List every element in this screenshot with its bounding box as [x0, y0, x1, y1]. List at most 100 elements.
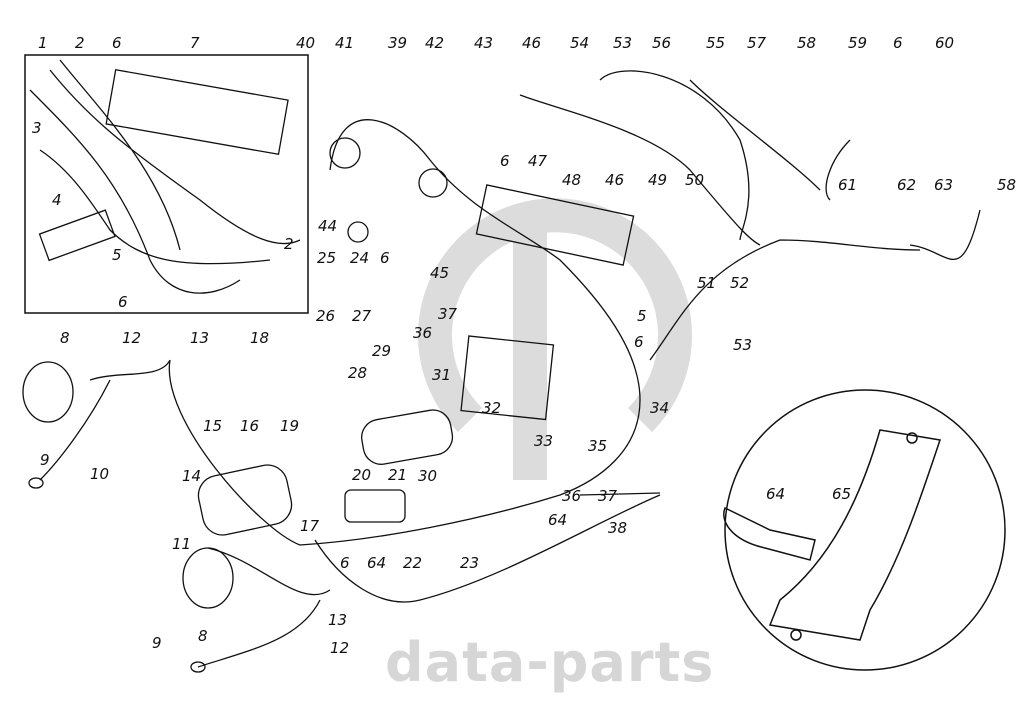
callout: 60: [935, 34, 955, 52]
callout: 64: [766, 485, 786, 503]
callout: 43: [474, 34, 494, 52]
callout: 61: [838, 176, 858, 194]
callout: 57: [747, 34, 767, 52]
callout: 5: [637, 307, 647, 325]
callout: 37: [598, 487, 618, 505]
callout: 33: [534, 432, 554, 450]
callout: 8: [198, 627, 208, 645]
callout: 45: [430, 264, 450, 282]
callout: 3: [32, 119, 42, 137]
gauge-43: [418, 168, 448, 198]
callout: 10: [90, 465, 110, 483]
callout: 17: [300, 517, 320, 535]
headlamp-lower: [182, 547, 234, 609]
callout: 55: [706, 34, 726, 52]
regulator: [344, 489, 406, 523]
callout: 48: [562, 171, 582, 189]
callout: 64: [367, 554, 387, 572]
callout: 7: [190, 34, 200, 52]
callout: 14: [182, 467, 202, 485]
instrument-panel: [475, 184, 635, 266]
starter-motor: [361, 409, 454, 465]
callout: 46: [605, 171, 625, 189]
callout: 34: [650, 399, 670, 417]
plug-9-upper: [28, 477, 44, 489]
callout: 35: [588, 437, 608, 455]
callout: 19: [280, 417, 300, 435]
callout: 47: [528, 152, 548, 170]
callout: 2: [75, 34, 85, 52]
callout: 58: [797, 34, 817, 52]
callout: 28: [348, 364, 368, 382]
callout: 54: [570, 34, 590, 52]
callout: 13: [190, 329, 210, 347]
callout: 18: [250, 329, 270, 347]
battery: [460, 335, 555, 421]
callout: 40: [296, 34, 316, 52]
callout: 25: [317, 249, 337, 267]
callout: 22: [403, 554, 423, 572]
gauge-41: [329, 137, 361, 169]
callout: 21: [388, 466, 408, 484]
callout: 24: [350, 249, 370, 267]
clip-64: [723, 506, 816, 561]
callout: 9: [152, 634, 162, 652]
callout: 52: [730, 274, 750, 292]
callout: 23: [460, 554, 480, 572]
callout: 32: [482, 399, 502, 417]
callout: 27: [352, 307, 372, 325]
callout: 26: [316, 307, 336, 325]
callout: 29: [372, 342, 392, 360]
inset-wires: [29, 59, 301, 294]
callout: 36: [413, 324, 433, 342]
callout: 16: [240, 417, 260, 435]
callout: 6: [340, 554, 350, 572]
callout: 46: [522, 34, 542, 52]
inset-instrument-panel: [105, 68, 289, 156]
callout: 13: [328, 611, 348, 629]
callout: 37: [438, 305, 458, 323]
callout: 51: [697, 274, 717, 292]
inset-bracket: [38, 209, 116, 262]
callout: 42: [425, 34, 445, 52]
callout: 59: [848, 34, 868, 52]
callout: 5: [112, 246, 122, 264]
cable-38: [579, 492, 661, 496]
callout: 56: [652, 34, 672, 52]
callout: 2: [284, 235, 294, 253]
headlamp-upper: [22, 361, 74, 423]
callout: 8: [60, 329, 70, 347]
gauge-44: [347, 221, 369, 243]
callout: 6: [112, 34, 122, 52]
callout: 6: [118, 293, 128, 311]
callout: 11: [172, 535, 192, 553]
callout: 53: [613, 34, 633, 52]
callout: 12: [122, 329, 142, 347]
watermark-logo: [418, 198, 692, 480]
callout: 15: [203, 417, 223, 435]
callout: 50: [685, 171, 705, 189]
callout: 39: [388, 34, 408, 52]
callout: 64: [548, 511, 568, 529]
callout: 20: [352, 466, 372, 484]
generator: [197, 464, 293, 536]
callout: 4: [52, 191, 62, 209]
callout: 38: [608, 519, 628, 537]
callout: 6: [634, 333, 644, 351]
callout: 30: [418, 467, 438, 485]
callout: 1: [38, 34, 48, 52]
callout: 58: [997, 176, 1017, 194]
ground-strap: [768, 429, 941, 641]
watermark-text: data-parts: [385, 631, 715, 694]
main-harness: [39, 70, 981, 668]
callout: 6: [500, 152, 510, 170]
callout: 6: [893, 34, 903, 52]
callout: 36: [562, 487, 582, 505]
callout: 49: [648, 171, 668, 189]
callout: 63: [934, 176, 954, 194]
callout: 31: [432, 366, 452, 384]
callout: 62: [897, 176, 917, 194]
callout: 12: [330, 639, 350, 657]
